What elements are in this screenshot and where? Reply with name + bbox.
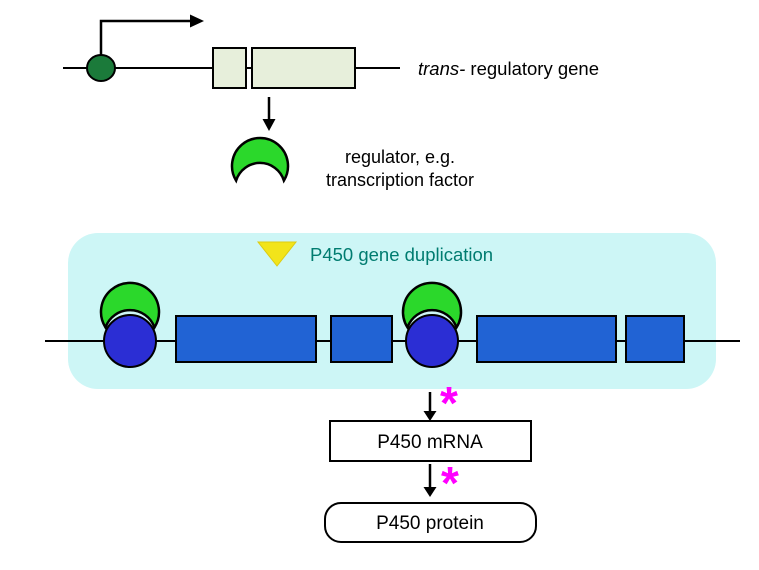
protein-asterisk: *: [441, 457, 459, 509]
trans-regulatory-gene: trans- regulatory gene: [63, 14, 599, 89]
protein-label: P450 protein: [376, 513, 484, 534]
arrow-to-protein-head-icon: [423, 487, 437, 497]
arrow-gene-to-regulator-head-icon: [262, 119, 276, 131]
promoter-oval-icon: [86, 54, 116, 82]
bound-regulator-crescent-icon: [99, 281, 161, 331]
transcription-start-arrow: [99, 19, 190, 60]
exon-box-large: [251, 47, 356, 89]
trans-gene-label: trans- regulatory gene: [418, 58, 599, 79]
promoter-circle-icon: [405, 314, 459, 368]
mrna-asterisk: *: [440, 377, 458, 429]
p450-gene-copy-2: [401, 281, 685, 368]
regulator-section: regulator, e.g. transcription factor: [230, 97, 474, 190]
protein-box: [324, 502, 537, 543]
expression-section: * P450 mRNA * P450 protein: [324, 377, 537, 543]
transcription-start-arrowhead-icon: [190, 14, 204, 28]
trans-gene-label-rest: regulatory gene: [465, 58, 599, 79]
regulator-label-line2: transcription factor: [326, 170, 474, 190]
p450-exon-box-small: [330, 315, 393, 363]
mrna-label: P450 mRNA: [377, 432, 483, 453]
promoter-circle-icon: [103, 314, 157, 368]
regulator-crescent-icon: [230, 136, 290, 184]
mrna-box: [329, 420, 532, 462]
duplication-label: P450 gene duplication: [310, 244, 493, 265]
p450-exon-box-large: [476, 315, 617, 363]
p450-exon-box-large: [175, 315, 317, 363]
duplication-panel: P450 gene duplication: [45, 233, 740, 389]
trans-gene-label-italic: trans-: [418, 58, 465, 79]
duplication-triangle-icon: [256, 241, 298, 267]
p450-gene-copy-1: [99, 281, 393, 368]
arrow-to-mrna-head-icon: [423, 411, 437, 421]
regulator-label-line1: regulator, e.g.: [345, 147, 455, 167]
exon-box-small: [212, 47, 247, 89]
p450-exon-box-small: [625, 315, 685, 363]
bound-regulator-crescent-icon: [401, 281, 463, 331]
